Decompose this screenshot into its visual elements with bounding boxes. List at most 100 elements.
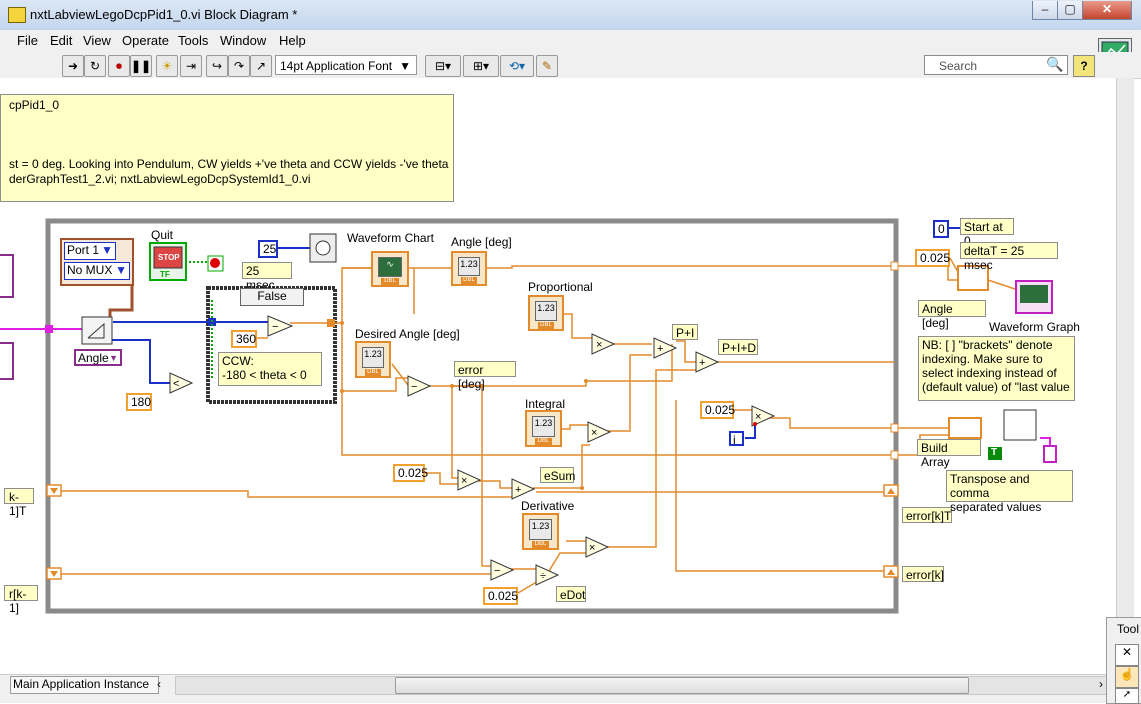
- pi-label: P+I: [672, 324, 698, 340]
- angle-deg-out-note: Angle [deg]: [918, 300, 986, 330]
- svg-text:×: ×: [591, 427, 597, 439]
- operate-tool-icon[interactable]: ☝: [1115, 666, 1139, 688]
- mux-select[interactable]: No MUX▼: [64, 262, 130, 280]
- transpose-note-line2: separated values: [950, 500, 1042, 514]
- mux-select-value: No MUX: [67, 263, 113, 277]
- application-instance: Main Application Instance: [10, 676, 159, 694]
- svg-text:−: −: [272, 321, 278, 333]
- numeric-display: 1.23: [458, 257, 480, 276]
- constant-360[interactable]: 360: [231, 330, 257, 348]
- menu-bar: [0, 30, 1141, 52]
- constant-180[interactable]: 180: [126, 393, 152, 411]
- start-constant[interactable]: 0: [933, 220, 949, 238]
- wait-constant[interactable]: 25: [258, 240, 278, 258]
- svg-text:÷: ÷: [540, 570, 546, 582]
- svg-text:−: −: [494, 565, 500, 577]
- pause-icon[interactable]: ❚❚: [130, 55, 152, 77]
- port-select[interactable]: Port 1▼: [64, 242, 116, 260]
- abort-icon[interactable]: ⏺: [108, 55, 130, 77]
- step-into-icon[interactable]: ↪: [206, 55, 228, 77]
- proportional-label: Proportional: [528, 280, 593, 294]
- proportional-control[interactable]: 1.23 DBL: [528, 295, 564, 331]
- automatic-tool-icon[interactable]: ✕: [1115, 644, 1139, 666]
- dbl-tag: DBL: [532, 541, 549, 548]
- svg-text:+: +: [699, 357, 705, 369]
- step-out-icon[interactable]: ↗: [250, 55, 272, 77]
- svg-text:−: −: [411, 381, 417, 393]
- svg-text:×: ×: [589, 542, 595, 554]
- ccw-note-line1: CCW:: [222, 354, 254, 368]
- integral-label: Integral: [525, 397, 566, 411]
- chevron-down-icon: ▼: [115, 263, 127, 277]
- step-over-icon[interactable]: ↷: [228, 55, 250, 77]
- menu-help[interactable]: Help: [279, 33, 306, 48]
- window-title: nxtLabviewLegoDcpPid1_0.vi Block Diagram…: [30, 7, 298, 22]
- angle-mode-select[interactable]: Angle▼: [74, 349, 122, 366]
- svg-text:×: ×: [596, 339, 602, 351]
- align-objects-icon[interactable]: ⊟▾: [425, 55, 461, 77]
- waveform-chart-terminal[interactable]: ∿ DBL: [371, 251, 409, 287]
- retain-wire-values-icon[interactable]: ⇥: [180, 55, 202, 77]
- tools-palette[interactable]: Tool ✕ ☝ ➚: [1106, 617, 1141, 704]
- clean-up-diagram-icon[interactable]: ✎: [536, 55, 558, 77]
- indexing-note: NB: [ ] "brackets" denote indexing. Make…: [918, 336, 1075, 401]
- loop-iteration-terminal: i: [729, 431, 744, 447]
- menu-file[interactable]: File: [17, 33, 38, 48]
- start-at-note: Start at 0: [960, 218, 1014, 248]
- dbl-tag: DBL: [365, 369, 381, 376]
- stop-button-text[interactable]: STOP: [158, 253, 180, 262]
- run-arrow-icon[interactable]: ➜: [62, 55, 84, 77]
- wire-layer: −<− ×++ ××+ ×−÷ ×: [0, 218, 1057, 614]
- horizontal-scroll-thumb[interactable]: [395, 677, 969, 694]
- menu-edit[interactable]: Edit: [50, 33, 73, 48]
- delta-t-constant[interactable]: 0.025: [915, 249, 950, 267]
- comment-line-2: st = 0 deg. Looking into Pendulum, CW yi…: [9, 157, 449, 171]
- menu-view[interactable]: View: [83, 33, 111, 48]
- dbl-tag: DBL: [381, 278, 399, 285]
- chevron-right-icon[interactable]: ›: [1099, 677, 1103, 691]
- angle-deg-label: Angle [deg]: [451, 235, 512, 249]
- quit-label: Quit: [151, 228, 174, 242]
- cut-off-control-top: [0, 254, 14, 298]
- case-selector[interactable]: False: [240, 288, 304, 306]
- menu-window[interactable]: Window: [220, 33, 267, 48]
- time-step-constant[interactable]: 0.025: [700, 401, 735, 419]
- angle-mode-value: Angle: [78, 351, 109, 365]
- ccw-note: CCW: -180 < theta < 0: [218, 352, 322, 386]
- menu-operate[interactable]: Operate: [122, 33, 169, 48]
- angle-deg-indicator[interactable]: 1.23 DBL: [451, 251, 487, 286]
- close-button[interactable]: ✕: [1082, 1, 1132, 20]
- labview-vi-icon: [8, 7, 26, 23]
- derivative-control[interactable]: 1.23 DBL: [522, 513, 559, 550]
- cut-off-control-bottom: [0, 342, 14, 380]
- search-input[interactable]: Search: [924, 55, 1068, 75]
- edot-label: eDot: [556, 586, 586, 602]
- svg-text:+: +: [657, 343, 663, 355]
- menu-tools[interactable]: Tools: [178, 33, 209, 48]
- numeric-display: 1.23: [529, 519, 552, 540]
- run-continuously-icon[interactable]: ↻: [84, 55, 106, 77]
- search-icon[interactable]: 🔍: [1046, 56, 1064, 72]
- integral-control[interactable]: 1.23 DBL: [525, 410, 562, 447]
- font-select[interactable]: 14pt Application Font▼: [275, 55, 417, 75]
- reorder-icon[interactable]: ⟲▾: [500, 55, 534, 77]
- desired-angle-control[interactable]: 1.23 DBL: [355, 341, 391, 378]
- derivative-dt-constant[interactable]: 0.025: [483, 587, 518, 605]
- error-k-minus-1-t-tag: k-1]T: [4, 488, 34, 518]
- numeric-display: 1.23: [535, 301, 557, 321]
- transpose-note: Transpose and comma separated values: [946, 470, 1073, 514]
- integral-dt-constant[interactable]: 0.025: [393, 464, 428, 482]
- description-comment[interactable]: cpPid1_0 st = 0 deg. Looking into Pendul…: [0, 94, 454, 202]
- true-constant[interactable]: T: [991, 447, 998, 458]
- highlight-execution-icon[interactable]: ☀: [156, 55, 178, 77]
- desired-angle-label: Desired Angle [deg]: [355, 327, 460, 341]
- chevron-down-icon: ▼: [399, 59, 411, 73]
- comment-line-1: cpPid1_0: [9, 98, 60, 112]
- wait-label: 25 msec: [242, 262, 292, 292]
- vertical-scrollbar[interactable]: [1116, 78, 1134, 674]
- context-help-button[interactable]: ?: [1073, 55, 1095, 77]
- error-k-tag: error[k]: [902, 566, 944, 582]
- distribute-objects-icon[interactable]: ⊞▾: [463, 55, 499, 77]
- chevron-left-icon[interactable]: ‹: [157, 677, 161, 691]
- esum-label: eSum: [540, 467, 575, 483]
